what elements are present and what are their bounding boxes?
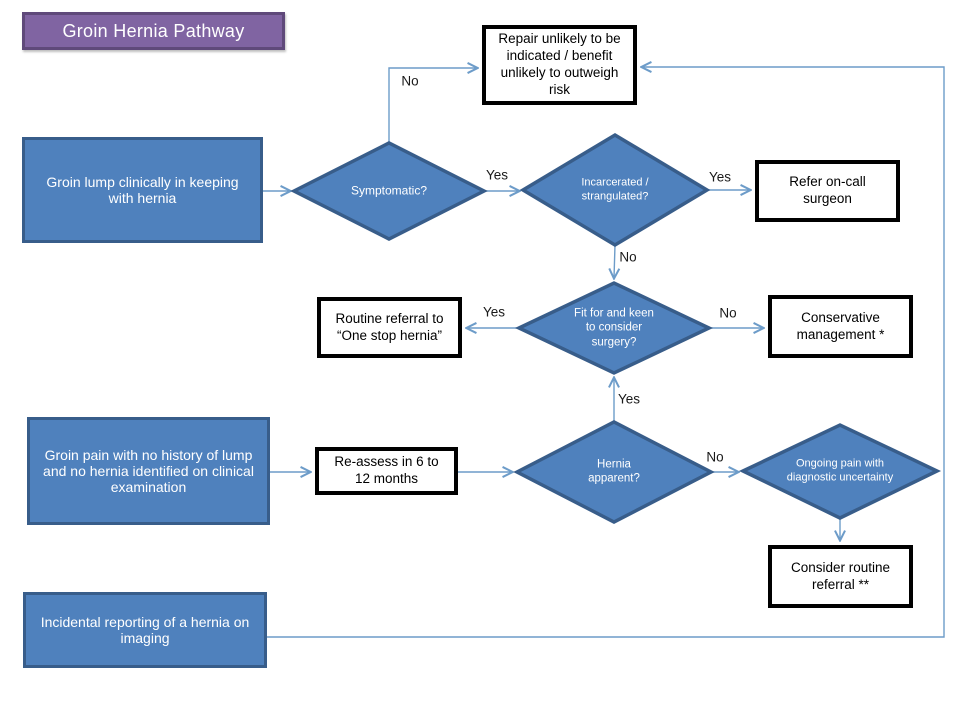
page-title: Groin Hernia Pathway: [22, 12, 285, 50]
decision-ongoing-pain-shape: [738, 423, 942, 520]
connector-incidental-to-repair: [267, 67, 945, 638]
decision-symptomatic-shape: [290, 141, 488, 241]
connector-incarcerated-no-to-fit: [614, 244, 615, 278]
node-groin-pain: Groin pain with no history of lump and n…: [27, 417, 270, 525]
decision-hernia-apparent-label: Hernia apparent?: [588, 458, 640, 485]
decision-hernia-apparent-shape: [513, 420, 715, 524]
node-conservative: Conservative management *: [768, 295, 913, 358]
edge-label-incarcerated-no: No: [619, 249, 637, 265]
decision-incarcerated-label: Incarcerated / strangulated?: [581, 176, 649, 202]
node-routine-referral: Routine referral to “One stop hernia”: [317, 297, 462, 358]
node-incidental: Incidental reporting of a hernia on imag…: [23, 592, 267, 668]
decision-symptomatic-label: Symptomatic?: [350, 183, 428, 198]
node-repair-unlikely: Repair unlikely to be indicated / benefi…: [482, 25, 637, 105]
decision-incarcerated-shape: [519, 132, 711, 248]
decision-ongoing-pain-label: Ongoing pain with diagnostic uncertainty: [786, 457, 894, 483]
node-groin-lump: Groin lump clinically in keeping with he…: [22, 137, 263, 243]
connector-symptomatic-no-to-repair: [388, 68, 477, 143]
decision-fit-keen-label: Fit for and keen to consider surgery?: [574, 307, 654, 349]
node-consider-referral: Consider routine referral **: [768, 545, 913, 608]
edge-label-incarcerated-yes: Yes: [708, 169, 732, 185]
edge-label-hernia-no: No: [706, 449, 724, 465]
edge-label-symptomatic-no: No: [401, 73, 419, 89]
edge-label-symptomatic-yes: Yes: [485, 167, 509, 183]
node-reassess: Re-assess in 6 to 12 months: [315, 447, 458, 495]
edge-label-fit-yes: Yes: [482, 304, 506, 320]
decision-fit-keen-shape: [514, 281, 714, 375]
node-refer-surgeon: Refer on-call surgeon: [755, 160, 900, 222]
edge-label-fit-no: No: [719, 305, 737, 321]
edge-label-hernia-yes: Yes: [617, 391, 641, 407]
